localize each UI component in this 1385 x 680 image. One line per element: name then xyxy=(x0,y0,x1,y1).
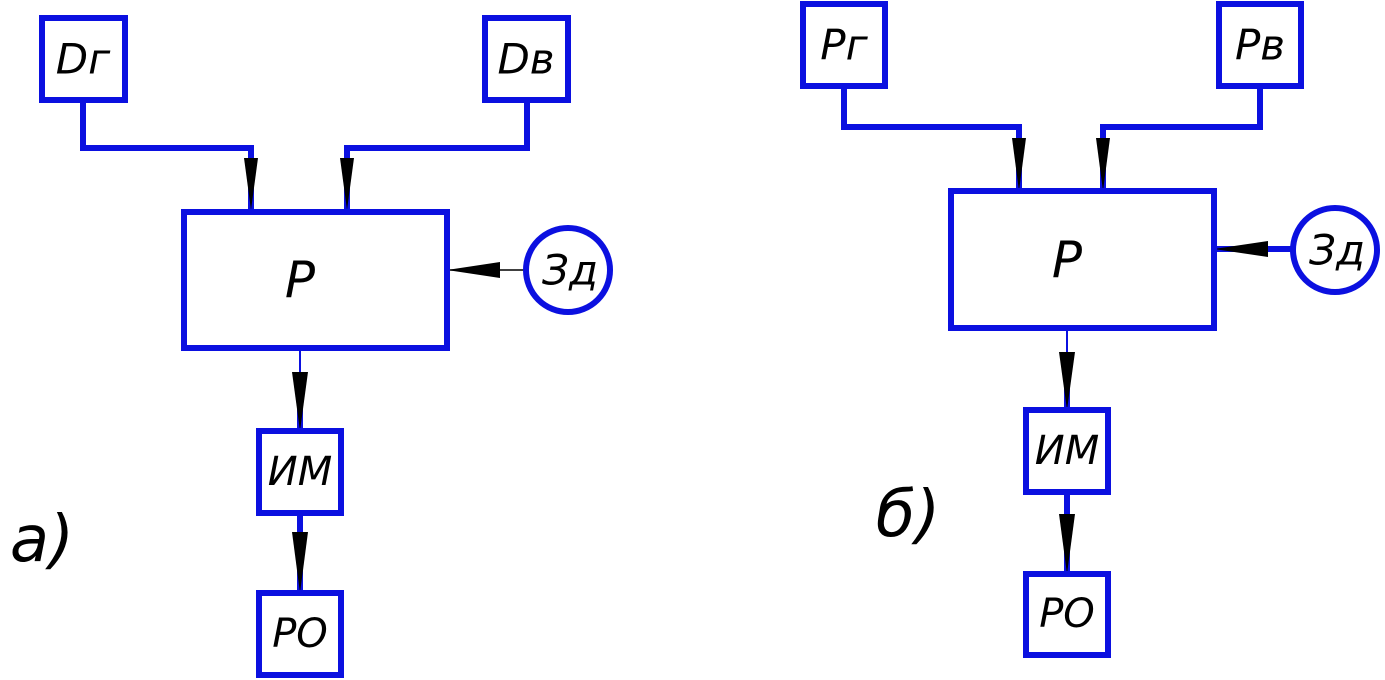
regulator-box-b xyxy=(948,188,1217,331)
regulating-body-label-b: РО xyxy=(1039,591,1095,637)
sensor-dg-label: Dг xyxy=(56,35,111,84)
connector-pv-to-regulator-b xyxy=(1100,86,1263,191)
arrow-from-setpoint-a xyxy=(447,262,500,278)
sensor-dv-label: Dв xyxy=(497,35,554,84)
regulator-label-b: Р xyxy=(1052,231,1083,289)
sensor-pv-box xyxy=(1216,1,1304,89)
caption-a: а) xyxy=(10,503,74,577)
diagram-a: Dг Dв Р Зд ИМ РО а) xyxy=(10,15,613,678)
actuator-label-a: ИМ xyxy=(268,449,332,495)
sensor-pg-box xyxy=(800,1,888,89)
arrow-into-regulator-right-a xyxy=(340,158,354,210)
diagram-b: Рг Рв Р Зд ИМ РО б) xyxy=(800,1,1380,658)
setpoint-label-a: Зд xyxy=(542,246,598,295)
actuator-label-b: ИМ xyxy=(1035,428,1099,474)
sensor-pv-label: Рв xyxy=(1235,21,1285,70)
setpoint-circle-a xyxy=(523,225,613,315)
connector-dv-to-regulator-a xyxy=(344,100,530,210)
arrow-into-ro-b xyxy=(1059,514,1075,574)
sensor-pg-label: Рг xyxy=(820,21,868,70)
connector-pg-to-regulator-b xyxy=(841,86,1022,191)
actuator-box-a xyxy=(256,428,344,516)
arrow-into-regulator-right-b xyxy=(1096,138,1110,191)
arrow-into-im-a xyxy=(292,372,308,431)
arrow-from-setpoint-b xyxy=(1214,241,1268,257)
regulating-body-label-a: РО xyxy=(272,611,328,657)
actuator-box-b xyxy=(1023,407,1111,495)
setpoint-label-b: Зд xyxy=(1309,226,1365,275)
regulator-box-a xyxy=(181,209,450,351)
sensor-dv-box xyxy=(482,15,571,103)
arrow-into-ro-a xyxy=(292,532,308,593)
arrow-into-im-b xyxy=(1059,352,1075,410)
connector-dg-to-regulator-a xyxy=(80,100,254,210)
regulating-body-box-b xyxy=(1023,571,1111,658)
caption-b: б) xyxy=(876,478,940,552)
setpoint-circle-b xyxy=(1290,205,1380,295)
regulator-label-a: Р xyxy=(285,251,316,309)
sensor-dg-box xyxy=(39,15,128,103)
arrow-into-regulator-left-a xyxy=(244,158,258,210)
arrow-into-regulator-left-b xyxy=(1012,138,1026,191)
regulating-body-box-a xyxy=(256,590,344,678)
